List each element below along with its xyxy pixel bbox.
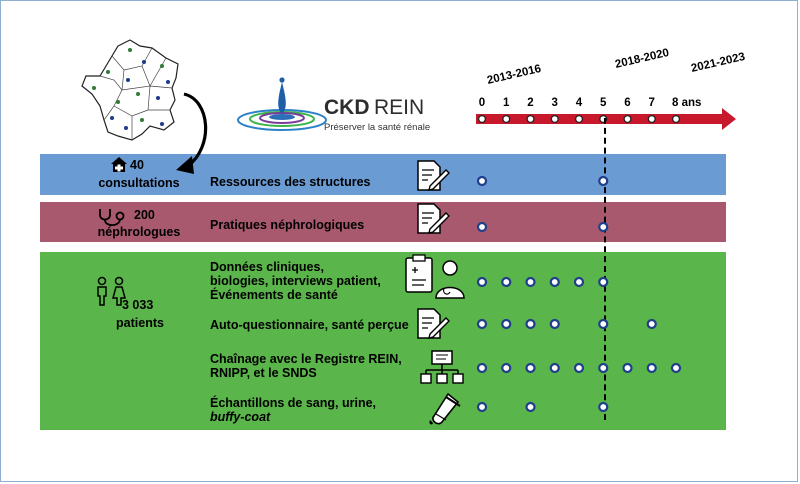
- data-point-echantillons: [525, 401, 536, 413]
- band-patients: [40, 252, 726, 430]
- data-point-donnees: [573, 276, 585, 288]
- tick-label: 7: [649, 97, 655, 109]
- data-point-chainage: [670, 362, 682, 374]
- band-consultations: [40, 154, 726, 195]
- data-point-autoq: [525, 318, 536, 330]
- data-point-chainage: [622, 362, 633, 374]
- tick-label: 0: [479, 97, 485, 109]
- data-point-chainage: [501, 362, 512, 374]
- logo-brand-light: REIN: [374, 96, 424, 119]
- data-point-donnees: [501, 276, 512, 288]
- tick-label: 8 ans: [672, 97, 701, 109]
- row-label-chainage: Chaînage avec le Registre REIN, RNIPP, e…: [210, 352, 402, 380]
- tick-dot: [526, 114, 535, 124]
- document-pen-icon: [417, 308, 450, 339]
- label-nephrologues: néphrologues: [97, 225, 181, 239]
- data-point-ressources: [598, 175, 609, 187]
- tick-label: 3: [552, 97, 558, 109]
- row-label-donnees: Données cliniques, biologies, interviews…: [210, 260, 381, 302]
- stethoscope-icon: [99, 209, 125, 227]
- tick-dot: [477, 114, 487, 124]
- tick-label: 4: [576, 97, 583, 109]
- test-tube-icon: [429, 392, 461, 425]
- curved-arrow-icon: [176, 92, 208, 174]
- label-patients: patients: [116, 316, 164, 330]
- data-point-autoq: [476, 318, 488, 330]
- tick-label: 1: [503, 97, 510, 109]
- tick-dot: [671, 114, 681, 124]
- data-point-chainage: [598, 362, 609, 374]
- timeline-arrowhead: [722, 108, 736, 130]
- data-point-chainage: [573, 362, 585, 374]
- row-label-ressources: Ressources des structures: [210, 175, 371, 189]
- data-point-echantillons: [476, 401, 488, 413]
- count-patients: 3 033: [122, 298, 154, 312]
- network-icon: [420, 350, 464, 384]
- data-point-donnees: [525, 276, 536, 288]
- count-nephrologues: 200: [134, 208, 155, 222]
- document-pen-icon: [417, 160, 450, 191]
- data-point-chainage: [476, 362, 488, 374]
- count-consultations: 40: [130, 158, 144, 172]
- tick-dot: [574, 114, 584, 124]
- milestone-dotted-line: [604, 118, 606, 420]
- clinician-chart-icon: [405, 254, 465, 299]
- france-map-icon: [81, 39, 179, 141]
- data-point-autoq: [501, 318, 512, 330]
- logo-brand-bold: CKD: [324, 96, 370, 119]
- row-label-echantillons: Échantillons de sang, urine, buffy-coat: [210, 396, 377, 424]
- logo-tagline: Préserver la santé rénale: [324, 122, 430, 133]
- data-point-chainage: [549, 362, 560, 374]
- label-consultations: consultations: [98, 176, 180, 190]
- tick-dot: [502, 114, 511, 124]
- tick-label: 5: [600, 97, 607, 109]
- tick-dot: [623, 114, 632, 124]
- patients-icon: [97, 276, 126, 306]
- document-pen-icon: [417, 203, 450, 234]
- data-point-echantillons: [598, 401, 609, 413]
- data-point-autoq: [598, 318, 609, 330]
- row-label-autoq: Auto-questionnaire, santé perçue: [210, 318, 409, 332]
- tick-dot: [647, 114, 656, 124]
- data-point-ressources: [476, 175, 488, 187]
- tick-label: 2: [527, 97, 533, 109]
- data-point-donnees: [549, 276, 560, 288]
- band-nephrologues: [40, 202, 726, 242]
- ckd-rein-logo: CKD REIN Préserver la santé rénale: [237, 77, 430, 133]
- tick-dot: [550, 114, 559, 124]
- tick-label: 6: [624, 97, 630, 109]
- data-point-chainage: [525, 362, 536, 374]
- data-point-donnees: [476, 276, 488, 288]
- row-label-pratiques: Pratiques néphrologiques: [210, 218, 365, 232]
- data-point-donnees: [598, 276, 609, 288]
- data-point-chainage: [646, 362, 657, 374]
- hospital-icon: [111, 157, 127, 172]
- data-point-pratiques: [476, 221, 488, 233]
- data-point-pratiques: [598, 221, 609, 233]
- data-point-autoq: [646, 318, 657, 330]
- data-point-autoq: [549, 318, 560, 330]
